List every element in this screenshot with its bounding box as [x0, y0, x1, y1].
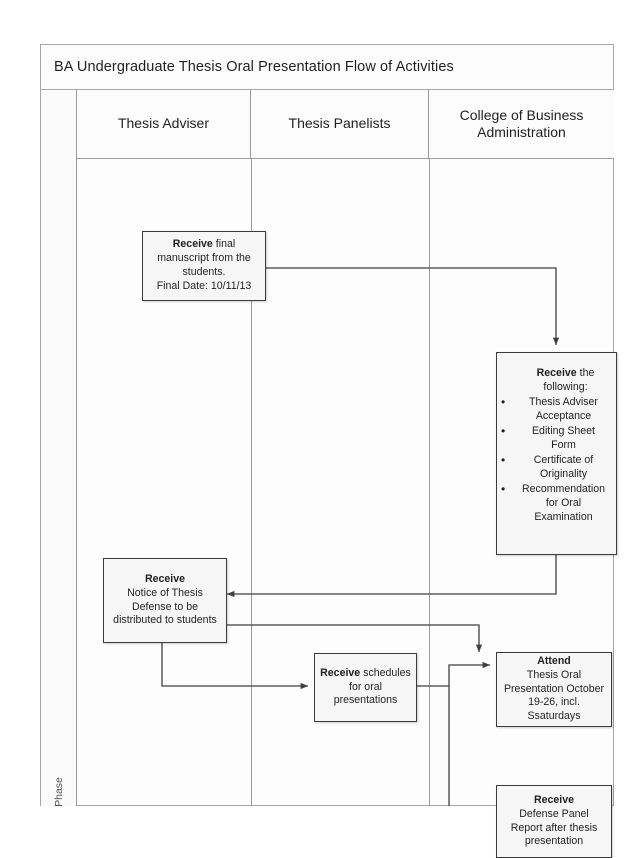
node-receive-following-bullet-list: Thesis Adviser Acceptance Editing Sheet … — [497, 395, 608, 525]
node-receive-schedules-bold: Receive — [320, 666, 361, 679]
node-receive-following-text: the following: — [543, 367, 595, 393]
phase-label: Phase — [53, 777, 65, 807]
lane-header-thesis-adviser: Thesis Adviser — [77, 90, 251, 158]
node-receive-defense-report[interactable]: Receive Defense Panel Report after thesi… — [496, 785, 612, 858]
node-receive-notice-text: Notice of Thesis Defense to be distribut… — [113, 586, 217, 627]
node-receive-following-bold: Receive — [536, 367, 577, 379]
node-receive-defense-report-bold: Receive — [533, 793, 575, 806]
connector-following-to-notice — [226, 555, 557, 598]
phase-column: Phase — [41, 90, 77, 807]
node-receive-notice[interactable]: Receive Notice of Thesis Defense to be d… — [103, 558, 227, 643]
node-attend-presentation-bold: Attend — [537, 654, 571, 667]
node-receive-manuscript[interactable]: Receive final manuscript from the studen… — [142, 231, 266, 301]
flowchart-diagram: BA Undergraduate Thesis Oral Presentatio… — [40, 44, 617, 858]
diagram-title: BA Undergraduate Thesis Oral Presentatio… — [54, 59, 454, 75]
lane-header-row: Thesis Adviser Thesis Panelists College … — [77, 90, 614, 159]
node-receive-schedules[interactable]: Receive schedules for oral presentations — [314, 653, 417, 722]
connector-schedules-to-attend — [417, 661, 491, 687]
lane-header-college-of-business-administration: College of Business Administration — [429, 90, 614, 158]
node-receive-notice-bold: Receive — [144, 572, 186, 585]
connector-manuscript-to-following — [266, 267, 560, 346]
list-item: Recommendation for Oral Examination — [501, 482, 606, 525]
node-receive-defense-report-text: Defense Panel Report after thesis presen… — [510, 807, 598, 848]
connector-schedules-to-defense-report — [448, 686, 450, 806]
diagram-title-bar: BA Undergraduate Thesis Oral Presentatio… — [40, 44, 614, 90]
swimlane-pool: Phase Thesis Adviser Thesis Panelists Co… — [40, 90, 617, 858]
connector-notice-to-attend — [227, 624, 483, 653]
lane-divider-1 — [251, 159, 252, 806]
node-receive-following[interactable]: Receive the following: Thesis Adviser Ac… — [496, 352, 617, 555]
list-item: Editing Sheet Form — [501, 424, 606, 453]
node-attend-presentation-text: Thesis Oral Presentation October 19-26, … — [503, 668, 605, 723]
lane-divider-2 — [429, 159, 430, 806]
diagram-canvas: Receive final manuscript from the studen… — [77, 159, 617, 858]
list-item: Thesis Adviser Acceptance — [501, 395, 606, 424]
node-receive-manuscript-bold: Receive — [172, 238, 213, 251]
node-receive-schedules-text: schedules for oral presentations — [333, 666, 411, 707]
node-receive-manuscript-text: final manuscript from the students. — [157, 238, 251, 278]
node-receive-manuscript-line2: Final Date: 10/11/13 — [156, 279, 252, 292]
list-item: Certificate of Originality — [501, 453, 606, 482]
node-attend-presentation[interactable]: Attend Thesis Oral Presentation October … — [496, 652, 612, 727]
lane-header-thesis-panelists: Thesis Panelists — [251, 90, 429, 158]
